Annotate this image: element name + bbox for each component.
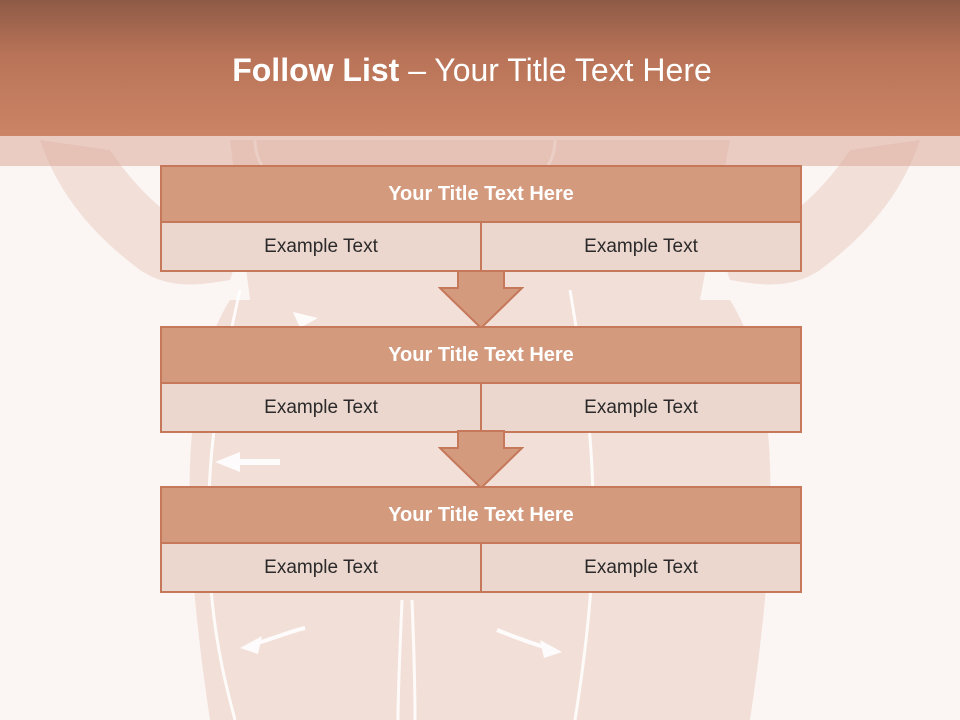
block-left-text: Example Text [160, 221, 482, 272]
down-arrow-icon [438, 270, 524, 330]
block-title: Your Title Text Here [160, 165, 802, 223]
block-right-text: Example Text [480, 221, 802, 272]
header-band [0, 0, 960, 136]
block-left-text: Example Text [160, 542, 482, 593]
block-left-text: Example Text [160, 382, 482, 433]
list-block-1: Your Title Text Here Example Text Exampl… [160, 165, 802, 272]
slide-title: Follow List – Your Title Text Here [0, 52, 944, 89]
block-title: Your Title Text Here [160, 486, 802, 544]
block-right-text: Example Text [480, 542, 802, 593]
down-arrow-icon [438, 430, 524, 490]
list-block-3: Your Title Text Here Example Text Exampl… [160, 486, 802, 593]
list-block-2: Your Title Text Here Example Text Exampl… [160, 326, 802, 433]
header-strip [0, 136, 960, 166]
slide-title-strong: Follow List [232, 52, 400, 88]
slide-title-rest: – Your Title Text Here [408, 52, 712, 88]
block-title: Your Title Text Here [160, 326, 802, 384]
block-right-text: Example Text [480, 382, 802, 433]
